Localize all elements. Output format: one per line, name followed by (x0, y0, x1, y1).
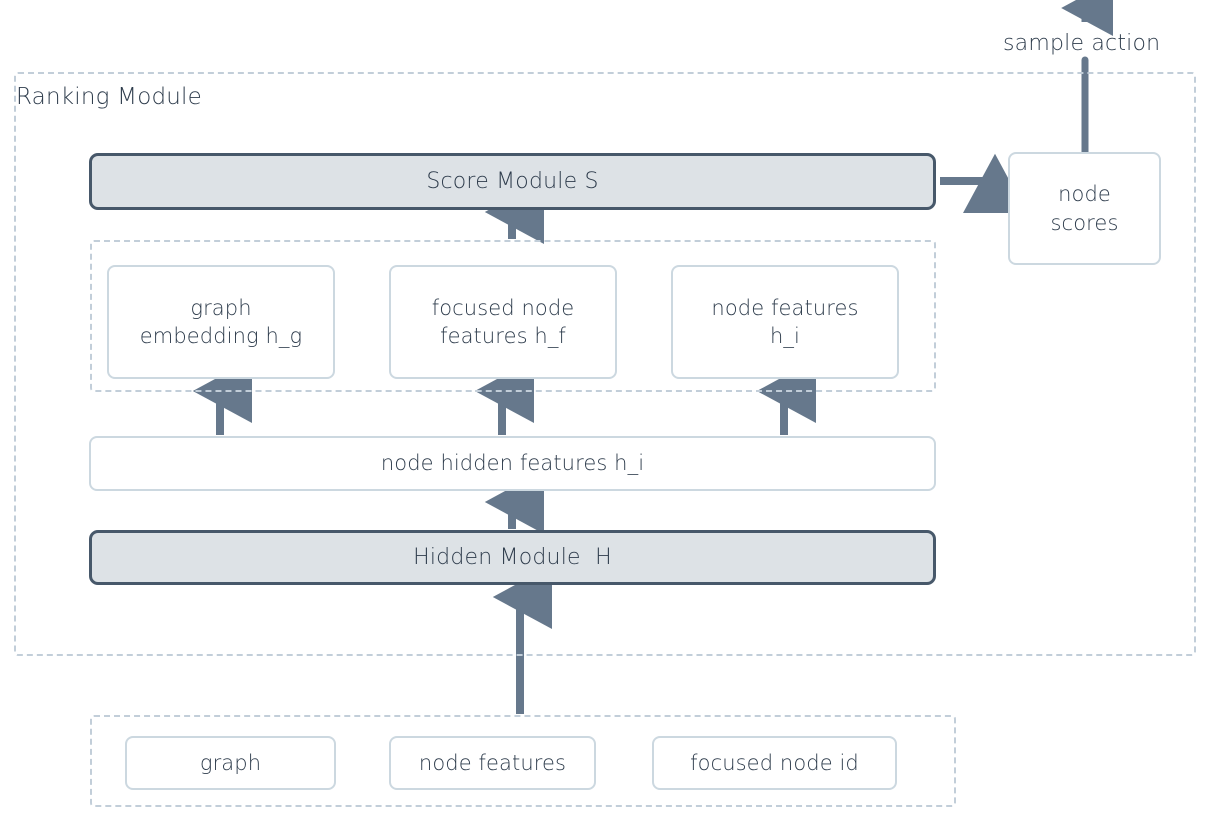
input-graph-box[interactable]: graph (125, 736, 336, 790)
hidden-module-label: Hidden Module H (413, 545, 612, 570)
hidden-module-box[interactable]: Hidden Module H (89, 530, 936, 585)
node-features-hi-box[interactable]: node features h_i (671, 265, 899, 379)
focused-node-features-box[interactable]: focused node features h_f (389, 265, 617, 379)
input-node-features-box[interactable]: node features (389, 736, 596, 790)
inputs-container (90, 715, 956, 807)
input-node-features-label: node features (418, 750, 567, 775)
graph-embedding-line-2: embedding h_g (139, 324, 303, 348)
node-hidden-features-box[interactable]: node hidden features h_i (89, 436, 936, 491)
node-scores-line-2: scores (1050, 210, 1119, 235)
ranking-module-title: Ranking Module (16, 84, 202, 110)
score-module-box[interactable]: Score Module S (89, 153, 936, 210)
node-features-hi-line-1: node features (711, 295, 859, 320)
graph-embedding-box[interactable]: graph embedding h_g (107, 265, 335, 379)
ranking-module-container (14, 72, 1196, 656)
input-focused-node-id-box[interactable]: focused node id (652, 736, 897, 790)
score-module-label: Score Module S (426, 169, 599, 194)
graph-embedding-line-1: graph (190, 295, 252, 320)
feature-group-container (90, 240, 936, 392)
node-features-hi-line-2: h_i (770, 324, 800, 348)
focused-node-features-line-1: focused node (431, 295, 575, 320)
input-graph-label: graph (199, 750, 262, 775)
sample-action-label: sample action (1003, 31, 1161, 56)
node-scores-line-1: node (1058, 182, 1111, 207)
node-scores-box[interactable]: node scores (1008, 152, 1161, 265)
focused-node-features-line-2: features h_f (440, 324, 566, 348)
input-focused-node-id-label: focused node id (690, 750, 859, 775)
node-hidden-features-label: node hidden features h_i (380, 451, 645, 476)
